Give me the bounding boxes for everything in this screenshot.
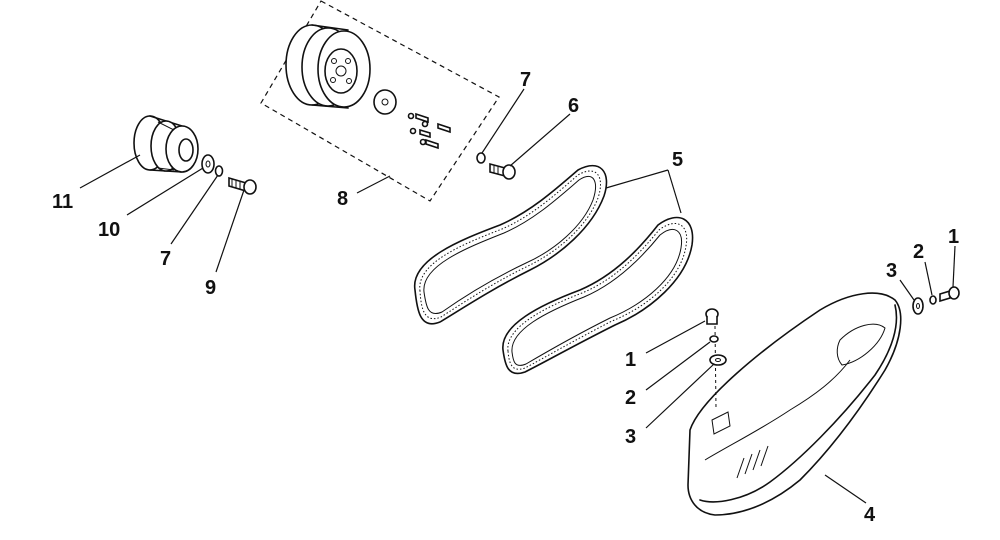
callout-8: 8	[337, 188, 348, 210]
washer-3-cover	[709, 354, 727, 366]
v-belt-upper	[414, 164, 608, 325]
callout-1-right: 1	[948, 226, 959, 248]
callout-4: 4	[864, 504, 876, 526]
v-belt-lower	[502, 216, 694, 375]
callout-11: 11	[52, 191, 73, 213]
callout-labels: 11 10 7 9 8 7 6 5 1 2 3 1 2 3 4	[52, 69, 959, 526]
callout-1-cover: 1	[625, 349, 636, 371]
callout-7-left: 7	[160, 248, 171, 270]
lock-washer-2-cover	[709, 335, 719, 343]
small-double-pulley	[133, 115, 199, 173]
washer-10	[201, 154, 215, 174]
belt-cover-4	[687, 292, 902, 516]
leader-lines	[79, 88, 956, 504]
lock-washer-7-left	[214, 165, 224, 177]
callout-6: 6	[568, 95, 579, 117]
callout-10: 10	[98, 219, 120, 241]
callout-9: 9	[205, 277, 216, 299]
callout-3-cover: 3	[625, 426, 636, 448]
bolt-1-right	[939, 286, 960, 303]
lock-washer-7-right	[476, 152, 486, 164]
washer-3-right	[912, 297, 924, 315]
callout-2-right: 2	[913, 241, 924, 263]
bolt-6	[489, 162, 516, 180]
callout-2-cover: 2	[625, 387, 636, 409]
callout-5: 5	[672, 149, 683, 171]
callout-3-right: 3	[886, 260, 897, 282]
lock-washer-2-right	[929, 295, 937, 305]
pulley-assembly-8	[260, 0, 500, 202]
bolt-9	[228, 176, 257, 195]
callout-7-right: 7	[520, 69, 531, 91]
